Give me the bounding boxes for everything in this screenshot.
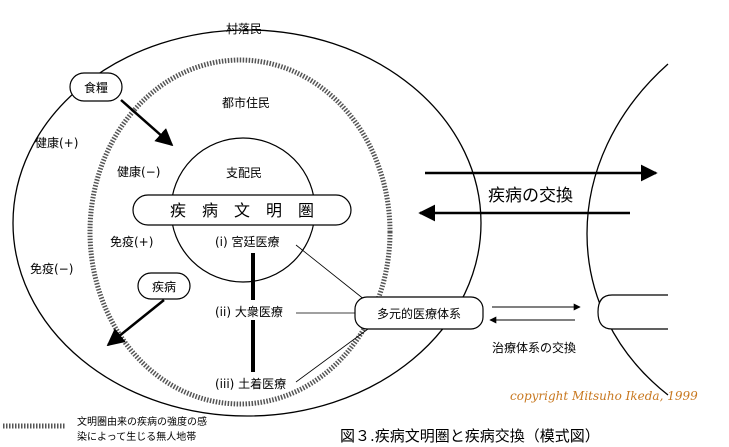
food-box: [69, 72, 123, 102]
connector-court: [295, 244, 366, 301]
health-minus-label: 健康(−): [117, 164, 160, 179]
folk-medicine-label: (iii) 土着医療: [215, 376, 286, 391]
ruling-label: 支配民: [226, 166, 262, 180]
disease-box: [137, 272, 191, 300]
disease-arrow: [106, 299, 165, 347]
civilization-banner: [132, 194, 352, 226]
immunity-plus-label: 免疫(+): [110, 234, 153, 249]
treatment-exchange-label: 治療体系の交換: [492, 340, 576, 355]
uninhabited-zone-ring: [87, 57, 393, 407]
popular-medicine-label: (ii) 大衆医療: [215, 305, 283, 319]
village-label: 村落民: [226, 22, 262, 36]
disease-label: 疾病: [152, 279, 176, 294]
city-label: 都市住民: [222, 95, 270, 110]
copyright-text: copyright Mitsuho Ikeda, 1999: [510, 389, 698, 403]
civilization-banner-label: 疾 病 文 明 圏: [170, 201, 314, 220]
legend-line2: 染によって生じる無人地帯: [77, 430, 196, 443]
health-plus-label: 健康(+): [35, 135, 78, 150]
food-arrow: [120, 99, 174, 147]
neighbor-civilization-arc: [586, 63, 669, 396]
pluralistic-system-label: 多元的医療体系: [377, 306, 461, 321]
connector-folk: [295, 328, 369, 383]
immunity-minus-label: 免疫(−): [30, 261, 73, 276]
food-label: 食糧: [84, 80, 108, 95]
figure-caption: 図３.疾病文明圏と疾病交換（模式図）: [340, 427, 600, 445]
disease-exchange-label: 疾病の交換: [488, 186, 573, 206]
legend-line1: 文明圏由来の疾病の強度の感: [77, 415, 207, 428]
pluralistic-system-box: [354, 296, 484, 330]
neighbor-system-box: [597, 294, 668, 330]
court-medicine-label: (i) 宮廷医療: [215, 234, 280, 249]
village-ellipse: [12, 29, 482, 417]
